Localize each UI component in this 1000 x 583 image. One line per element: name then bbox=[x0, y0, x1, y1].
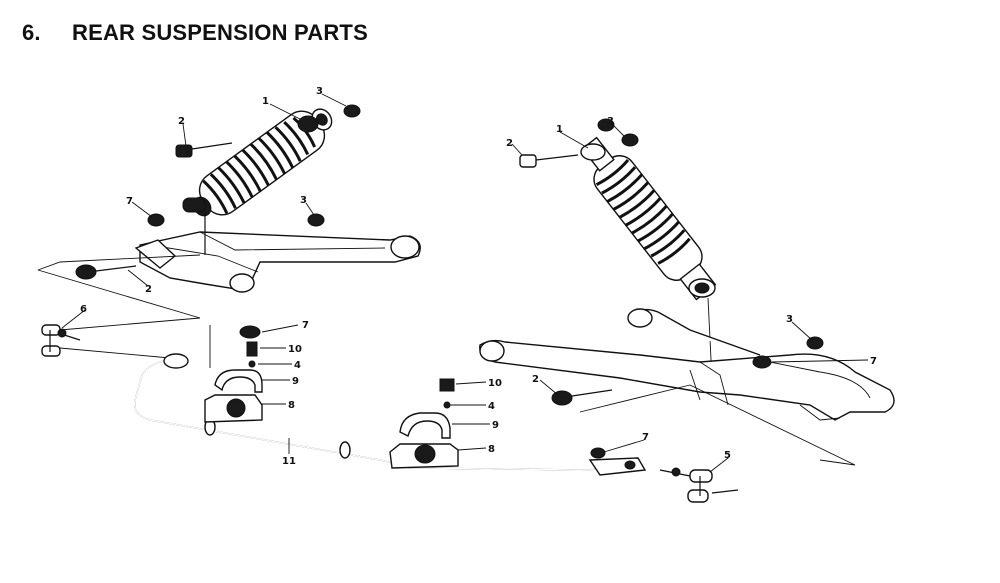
right-shock-absorber bbox=[580, 118, 717, 301]
callout-2: 2 bbox=[145, 284, 152, 295]
callout-1: 1 bbox=[262, 96, 269, 107]
callout-3: 3 bbox=[786, 314, 793, 325]
callout-2: 2 bbox=[532, 374, 539, 385]
callout-8: 8 bbox=[488, 444, 495, 455]
callout-3: 3 bbox=[316, 86, 323, 97]
callout-3: 3 bbox=[607, 116, 614, 127]
callout-7: 7 bbox=[642, 432, 649, 443]
callout-labels: 1 3 2 7 3 2 6 1 2 3 7 10 4 9 8 11 10 4 9… bbox=[80, 86, 877, 467]
leader-lines bbox=[61, 93, 869, 473]
callout-11: 11 bbox=[282, 456, 296, 467]
left-shock-absorber bbox=[182, 108, 333, 217]
section-number: 6. bbox=[22, 20, 41, 45]
left-stabilizer-link bbox=[41, 324, 81, 357]
callout-7: 7 bbox=[126, 196, 133, 207]
left-bolt-2-top bbox=[175, 142, 233, 158]
left-nut-3-mid bbox=[307, 213, 325, 227]
callout-9: 9 bbox=[292, 376, 299, 387]
callout-7: 7 bbox=[302, 320, 309, 331]
callout-4: 4 bbox=[294, 360, 301, 371]
section-heading: 6. REAR SUSPENSION PARTS bbox=[22, 20, 368, 46]
callout-4: 4 bbox=[488, 401, 495, 412]
left-nut-3-top bbox=[343, 104, 361, 118]
callout-10: 10 bbox=[288, 344, 302, 355]
callout-8: 8 bbox=[288, 400, 295, 411]
callout-1: 1 bbox=[556, 124, 563, 135]
section-title: REAR SUSPENSION PARTS bbox=[72, 20, 368, 45]
right-nut-3-top bbox=[621, 133, 639, 147]
right-bolt-2-lower bbox=[551, 389, 613, 406]
right-swing-arm bbox=[479, 308, 895, 421]
callout-3: 3 bbox=[300, 195, 307, 206]
right-nut-7-lower bbox=[590, 447, 606, 459]
callout-2: 2 bbox=[178, 116, 185, 127]
callout-5: 5 bbox=[724, 450, 731, 461]
callout-9: 9 bbox=[492, 420, 499, 431]
callout-2: 2 bbox=[506, 138, 513, 149]
right-stabilizer-link bbox=[659, 467, 739, 503]
left-bolt-2-lower bbox=[75, 264, 137, 280]
left-swing-arm bbox=[134, 212, 421, 293]
callout-7: 7 bbox=[870, 356, 877, 367]
middle-clamp-group bbox=[389, 378, 459, 469]
callout-6: 6 bbox=[80, 304, 87, 315]
callout-10: 10 bbox=[488, 378, 502, 389]
right-bolt-2-top bbox=[519, 154, 579, 168]
left-clamp-group bbox=[204, 325, 263, 423]
